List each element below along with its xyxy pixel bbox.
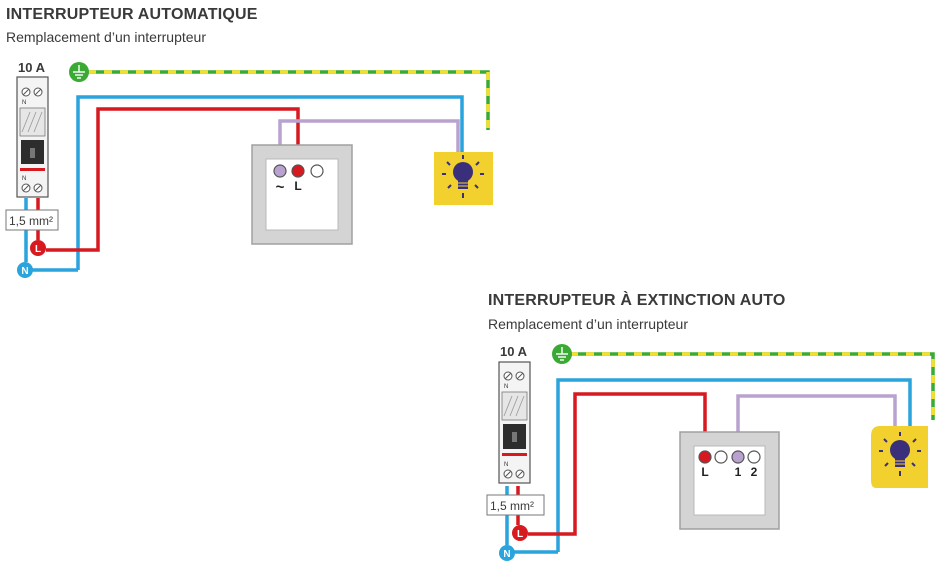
diagram2-bulb-icon [871, 426, 928, 488]
diagram1-neutral-marker-label: N [21, 266, 28, 277]
diagram2-breaker-terminal-bottom: N [504, 462, 508, 468]
diagram1-terminal-line-label: L [294, 179, 301, 193]
diagram2-earth-wire [570, 352, 935, 420]
diagram2-switched-wire [736, 394, 897, 455]
diagram1-breaker-terminal-bottom: N [22, 176, 26, 182]
diagram2-terminal-2-label: 2 [751, 465, 758, 479]
diagram2: N N 10 A 1,5 mm² L N [486, 344, 935, 561]
diagram1-phase-marker-label: L [35, 244, 41, 255]
diagram1-circuit-breaker-icon [16, 76, 49, 198]
diagram1-title: INTERRUPTEUR AUTOMATIQUE [6, 6, 258, 23]
diagram1-cable-section-box [5, 209, 59, 231]
diagram2-breaker-rating: 10 A [500, 344, 528, 359]
diagram2-earth-icon [552, 344, 572, 364]
diagram1-bulb-icon [434, 152, 493, 205]
diagram1-earth-icon [69, 62, 89, 82]
diagram1-breaker-rating: 10 A [18, 60, 46, 75]
diagram2-terminal-1-label: 1 [735, 465, 742, 479]
diagram1-terminal-load-label: ~ [276, 179, 285, 196]
diagram1-subtitle: Remplacement d’un interrupteur [6, 29, 206, 45]
diagram2-phase-marker: L [512, 525, 528, 541]
diagram2-neutral-marker-label: N [503, 549, 510, 560]
diagram1: N N 10 A 1,5 mm² L N ~ [5, 60, 493, 278]
diagram1-phase-marker: L [30, 240, 46, 256]
diagram2-neutral-marker: N [499, 545, 515, 561]
diagram1-neutral-lead [24, 198, 78, 272]
diagram1-cable-section: 1,5 mm² [9, 214, 53, 228]
diagram2-phase-marker-label: L [517, 529, 523, 540]
diagram1-neutral-wire [76, 95, 464, 270]
diagram1-breaker-terminal-top: N [22, 100, 26, 106]
diagram2-phase-wire [528, 392, 707, 536]
diagram1-neutral-marker: N [17, 262, 33, 278]
diagram2-cable-section: 1,5 mm² [490, 499, 534, 513]
diagram2-neutral-wire [556, 378, 912, 552]
diagram2-cable-section-box [486, 494, 545, 516]
diagram2-terminal-line-label: L [701, 465, 708, 479]
diagram1-earth-wire [88, 70, 490, 130]
diagram2-subtitle: Remplacement d’un interrupteur [488, 316, 688, 332]
diagram1-switch: ~ L [251, 144, 353, 245]
diagram1-phase-wire [46, 107, 300, 252]
diagram2-switch: L 1 2 [679, 431, 780, 530]
diagram2-title: INTERRUPTEUR À EXTINCTION AUTO [488, 292, 786, 309]
diagram2-breaker-terminal-top: N [504, 384, 508, 390]
diagram2-circuit-breaker-icon [498, 361, 531, 484]
